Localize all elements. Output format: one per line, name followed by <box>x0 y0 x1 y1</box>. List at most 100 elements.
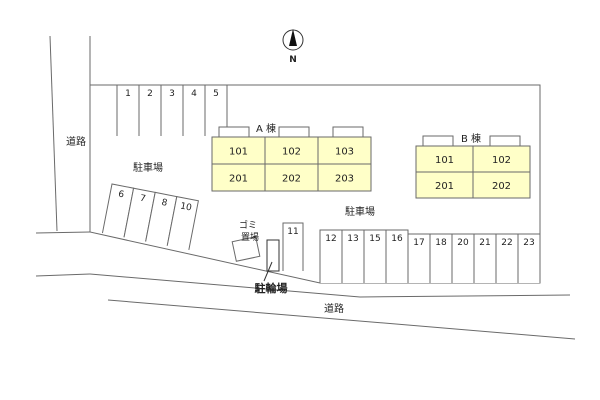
parking-space-outline <box>166 196 199 250</box>
apartment-unit: 201 <box>211 163 266 192</box>
garbage-label-line2: 置場 <box>241 231 259 243</box>
bicycle-box <box>266 239 280 272</box>
apartment-unit-number: 101 <box>229 147 248 158</box>
garbage-label-line1: ゴミ <box>239 219 257 231</box>
bottom-road-edge-upper-c <box>359 294 571 298</box>
left-road-label: 道路 <box>66 135 86 148</box>
apartment-unit-number: 202 <box>492 181 511 192</box>
parking-space-number: 10 <box>179 202 192 214</box>
parking-row-single: 11 <box>282 222 304 271</box>
bicycle-area: 駐輪場 <box>255 239 288 295</box>
compass-label: N <box>289 55 297 65</box>
apartment-unit: 102 <box>264 136 319 165</box>
parking-space: 17 <box>407 233 431 283</box>
building-a-name: A 棟 <box>256 122 276 135</box>
parking-space: 23 <box>517 233 541 283</box>
apartment-unit-box <box>415 171 474 199</box>
north-arrow-icon <box>289 29 297 46</box>
parking-space-number: 12 <box>325 234 336 244</box>
building-b-balcony <box>489 135 521 147</box>
parking-space-number: 22 <box>501 238 512 248</box>
building-a-balcony <box>218 126 250 138</box>
parking-row-bottom-a: 12 13 15 16 <box>319 229 409 283</box>
parking-space: 1 <box>116 84 140 136</box>
parking-space: 2 <box>138 84 162 136</box>
parking-space: 5 <box>204 84 228 136</box>
right-parking-label: 駐車場 <box>345 205 375 218</box>
bottom-road-edge-lower <box>107 299 576 340</box>
parking-space-number: 11 <box>287 227 298 237</box>
parking-space-number: 1 <box>125 89 131 99</box>
parking-space-number: 20 <box>457 238 469 248</box>
parking-row-angled: 6 7 8 10 <box>101 183 199 250</box>
parking-space-outline <box>204 84 228 136</box>
parking-space: 21 <box>473 233 497 283</box>
apartment-unit: 102 <box>472 145 531 173</box>
parking-space: 13 <box>341 229 365 283</box>
parking-space: 10 <box>166 196 199 250</box>
building-b-name: B 棟 <box>461 132 481 145</box>
apartment-unit: 202 <box>472 171 531 199</box>
parking-space: 22 <box>495 233 519 283</box>
apartment-unit: 202 <box>264 163 319 192</box>
apartment-unit: 101 <box>211 136 266 165</box>
apartment-unit: 201 <box>415 171 474 199</box>
parking-space: 18 <box>429 233 453 283</box>
apartment-unit-number: 102 <box>492 155 511 166</box>
building-b: B 棟 101 102 201 202 <box>415 132 531 199</box>
building-a: A 棟 101 102 103 201 202 203 <box>211 122 372 192</box>
apartment-unit-number: 201 <box>435 181 454 192</box>
parking-space-number: 18 <box>435 238 447 248</box>
apartment-unit: 101 <box>415 145 474 173</box>
apartment-unit-box <box>472 145 531 173</box>
bicycle-label: 駐輪場 <box>255 281 288 295</box>
parking-space-number: 5 <box>213 89 219 99</box>
parking-space-number: 13 <box>347 234 358 244</box>
left-road-edge-outer <box>49 35 58 232</box>
bottom-road-label: 道路 <box>324 302 344 315</box>
parking-space-number: 7 <box>139 194 147 205</box>
apartment-unit-number: 103 <box>335 147 354 158</box>
upper-parking-label: 駐車場 <box>133 161 163 174</box>
road-lines <box>35 35 576 340</box>
apartment-unit-number: 202 <box>282 174 301 185</box>
apartment-unit-box <box>211 136 266 165</box>
parking-space: 11 <box>282 222 304 271</box>
parking-space-outline <box>282 222 304 271</box>
parking-space-number: 3 <box>169 89 175 99</box>
parking-space: 12 <box>319 229 343 283</box>
bottom-road-edge-upper-a <box>35 273 91 277</box>
parking-space: 16 <box>385 229 409 283</box>
left-road-corner <box>35 231 91 234</box>
parking-space-number: 17 <box>413 238 424 248</box>
apartment-unit-box <box>415 145 474 173</box>
bottom-road-edge-upper-b <box>89 273 361 298</box>
apartment-unit: 203 <box>317 163 372 192</box>
parking-space-number: 21 <box>479 238 490 248</box>
apartment-unit-box <box>211 163 266 192</box>
parking-row-bottom-b: 17 18 20 21 22 23 <box>407 233 541 283</box>
apartment-unit-number: 201 <box>229 174 248 185</box>
apartment-unit: 103 <box>317 136 372 165</box>
parking-space-number: 16 <box>391 234 403 244</box>
apartment-unit-box <box>472 171 531 199</box>
parking-space-number: 23 <box>523 238 534 248</box>
garbage-box <box>231 236 261 262</box>
garbage-area: ゴミ 置場 <box>231 219 261 262</box>
parking-space-outline <box>517 233 541 283</box>
parking-space: 20 <box>451 233 475 283</box>
apartment-unit-number: 102 <box>282 147 301 158</box>
parking-space-number: 2 <box>147 89 153 99</box>
parking-space-number: 8 <box>161 198 169 209</box>
compass: N <box>282 29 304 65</box>
building-a-balcony <box>278 126 310 138</box>
apartment-unit-number: 203 <box>335 174 354 185</box>
building-b-balcony <box>422 135 454 147</box>
apartment-unit-number: 101 <box>435 155 454 166</box>
building-a-balcony <box>332 126 364 138</box>
parking-space-number: 6 <box>117 189 125 200</box>
parking-space: 15 <box>363 229 387 283</box>
parking-space: 4 <box>182 84 206 136</box>
